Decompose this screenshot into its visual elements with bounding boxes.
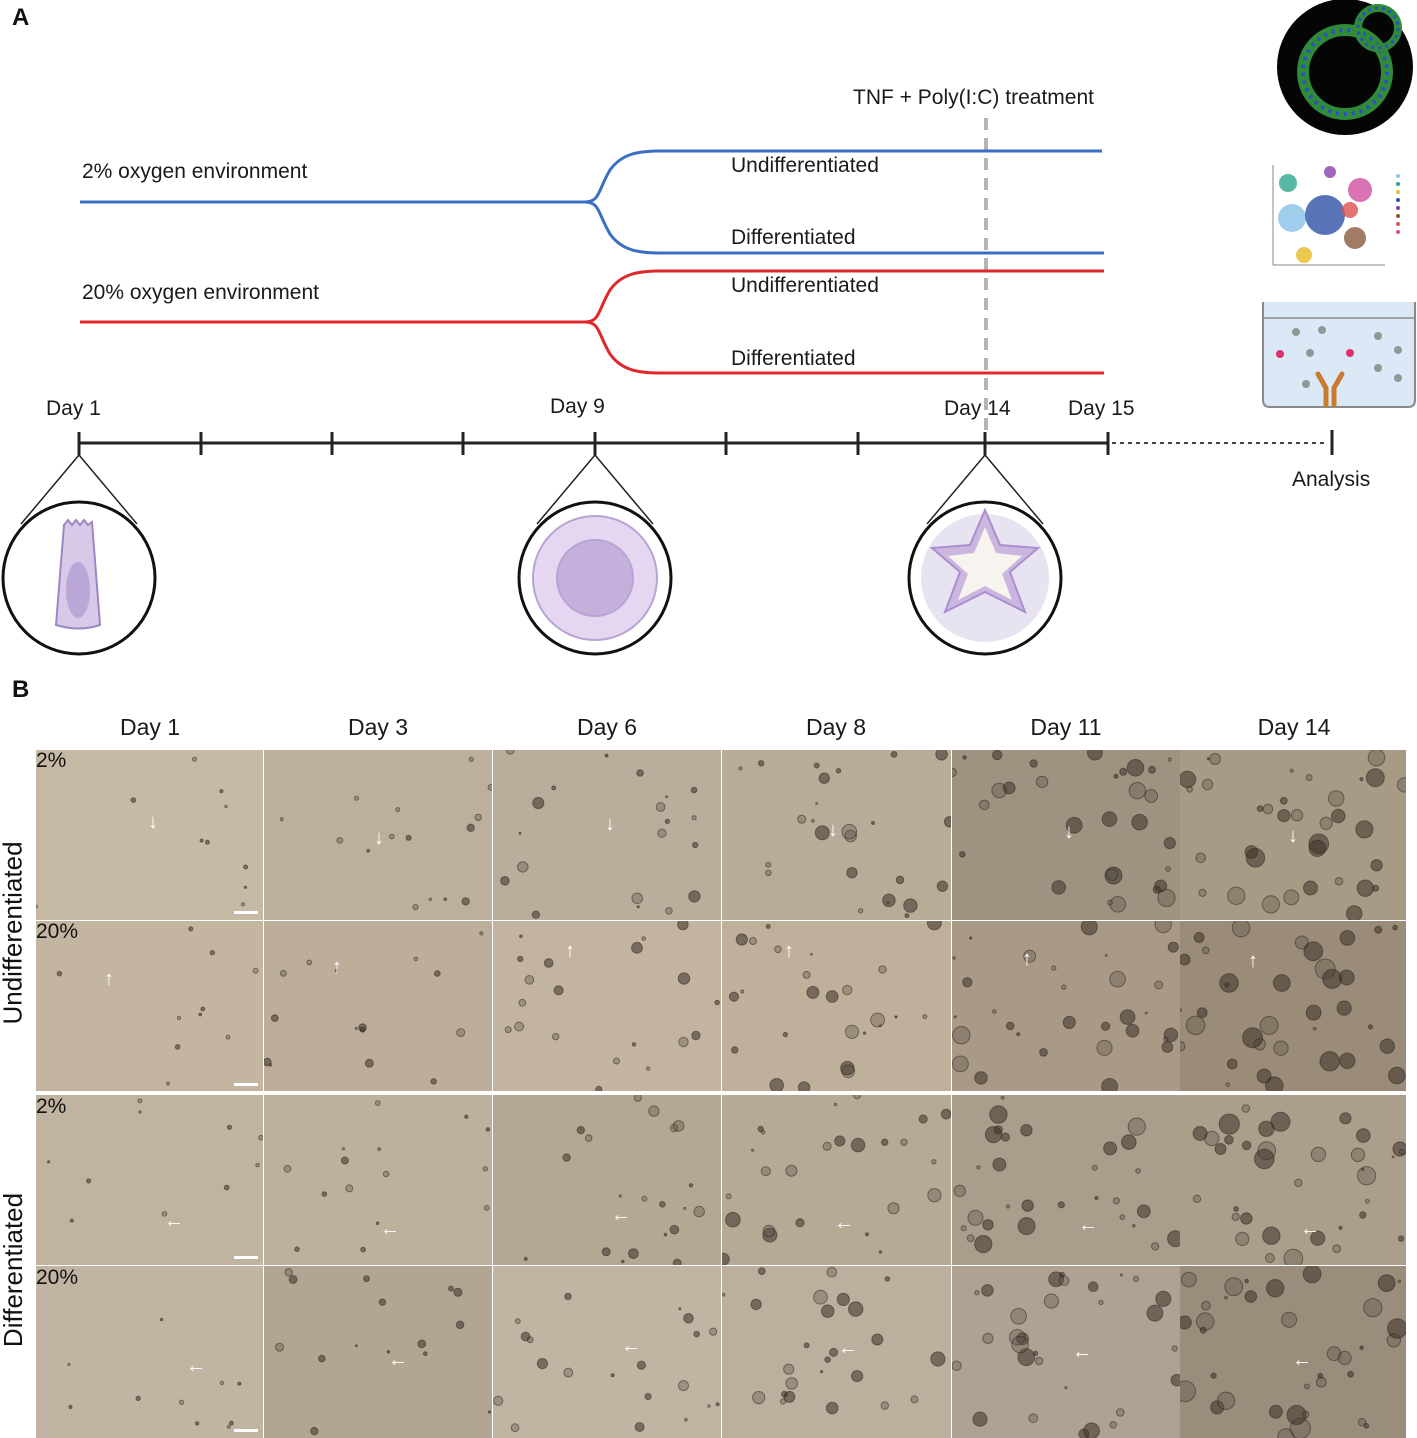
env-2-label: 2% oxygen environment (82, 160, 308, 183)
marker-arrow: ← (164, 1210, 184, 1232)
marker-arrow: ↓ (1288, 825, 1298, 847)
micrograph-grid: ↓ ↓ ↓ ↓ ↓ ↓ ↑ ↑ ↑ ↑ ↑ ↑ ← ← ← ← ← ← ← ← ← ← ← ← (36, 750, 1406, 1438)
micrograph-cell: ← (493, 1266, 721, 1438)
panel-b-letter: B (12, 676, 30, 703)
marker-arrow: ↑ (332, 956, 342, 978)
marker-arrow: ← (838, 1337, 858, 1359)
micrograph-cell: ↑ (493, 921, 721, 1092)
col-day14-label: Day 14 (1257, 714, 1331, 740)
micrograph-cell: ← (722, 1266, 951, 1438)
micrograph-cell: ← (1180, 1095, 1406, 1265)
branch-undiff-2-label: Undifferentiated (731, 154, 879, 177)
row-2pct-undiff-label: 2% (36, 749, 67, 772)
elisa-well-icon (1262, 302, 1416, 408)
micrograph-cell: ↑ (36, 921, 263, 1092)
marker-arrow: ← (1072, 1341, 1092, 1363)
oxygen-2-diff-path (584, 200, 1104, 255)
scale-bar (234, 1429, 258, 1432)
tsne-plot-icon (1272, 165, 1415, 266)
marker-arrow: ← (621, 1335, 641, 1357)
timeline-ticks (77, 430, 1334, 455)
marker-arrow: ← (834, 1212, 854, 1234)
marker-arrow: ↑ (104, 968, 114, 990)
timeline-day9-label: Day 9 (550, 395, 605, 418)
micrograph-cell: ← (264, 1266, 492, 1438)
oxygen-20-path (80, 269, 1104, 324)
timeline-day15-label: Day 15 (1068, 397, 1135, 420)
micrograph-cell: ← (722, 1095, 951, 1265)
micrograph-cell: ← (952, 1266, 1180, 1438)
day14-organoid-illustration (907, 500, 1063, 656)
marker-arrow: ↑ (1248, 950, 1258, 972)
branch-diff-2-label: Differentiated (731, 226, 856, 249)
row-undifferentiated-label: Undifferentiated (0, 841, 28, 1025)
branch-diff-20-label: Differentiated (731, 347, 856, 370)
row-20pct-undiff-label: 20% (36, 920, 79, 943)
marker-arrow: ↑ (784, 940, 794, 962)
micrograph-cell: ↓ (722, 750, 951, 920)
micrograph-cell: ↑ (952, 921, 1180, 1092)
micrograph-cell: ← (493, 1095, 721, 1265)
col-day1-label: Day 1 (119, 714, 181, 740)
timeline-diagram (1, 0, 1416, 656)
timeline-day1-label: Day 1 (46, 397, 101, 420)
col-day3-label: Day 3 (347, 714, 409, 740)
micrograph-cell: ← (36, 1266, 263, 1438)
micrograph-cell: ↓ (493, 750, 721, 920)
day1-cell-illustration (1, 500, 157, 656)
micrograph-cell: ↑ (1180, 921, 1406, 1092)
immunofluorescence-icon (1277, 0, 1413, 135)
micrograph-cell: ↓ (36, 750, 263, 920)
analysis-label: Analysis (1292, 468, 1371, 491)
marker-arrow: ↓ (828, 819, 838, 841)
marker-arrow: ← (1292, 1349, 1312, 1371)
micrograph-cell: ↓ (1180, 750, 1406, 920)
branch-undiff-20-label: Undifferentiated (731, 274, 879, 297)
scale-bar (234, 911, 258, 914)
marker-arrow: ↑ (565, 940, 575, 962)
micrograph-cell: ← (1180, 1266, 1406, 1438)
micrograph-cell: ↑ (264, 921, 492, 1092)
marker-arrow: ← (611, 1204, 631, 1226)
micrograph-cell: ↑ (722, 921, 951, 1092)
row-2pct-diff-label: 2% (36, 1095, 67, 1118)
treatment-label: TNF + Poly(I:C) treatment (853, 86, 1094, 109)
marker-arrow: ↓ (148, 811, 158, 833)
micrograph-cell: ← (264, 1095, 492, 1265)
timeline-day14-label: Day 14 (944, 397, 1011, 420)
oxygen-20-diff-path (584, 320, 1104, 375)
marker-arrow: ← (380, 1218, 400, 1240)
micrograph-cell: ↓ (952, 750, 1180, 920)
day9-organoid-illustration (517, 500, 673, 656)
marker-arrow: ← (1078, 1214, 1098, 1236)
micrograph-cell: ↓ (264, 750, 492, 920)
row-20pct-diff-label: 20% (36, 1266, 79, 1289)
marker-arrow: ← (388, 1349, 408, 1371)
marker-arrow: ↓ (374, 827, 384, 849)
panel-a-letter: A (12, 4, 30, 31)
marker-arrow: ↓ (605, 813, 615, 835)
marker-arrow: ↓ (1064, 821, 1074, 843)
col-day6-label: Day 6 (576, 714, 638, 740)
env-20-label: 20% oxygen environment (82, 281, 319, 304)
micrograph-cell: ← (36, 1095, 263, 1265)
oxygen-2-path (80, 149, 1102, 204)
col-day8-label: Day 8 (805, 714, 867, 740)
col-day11-label: Day 11 (1030, 714, 1102, 740)
marker-arrow: ← (1300, 1218, 1320, 1240)
scale-bar (234, 1256, 258, 1259)
marker-arrow: ↑ (1022, 948, 1032, 970)
group-separator (36, 1091, 1406, 1095)
micrograph-cell: ← (952, 1095, 1180, 1265)
scale-bar (234, 1083, 258, 1086)
marker-arrow: ← (186, 1355, 206, 1377)
row-differentiated-label: Differentiated (0, 1192, 28, 1348)
